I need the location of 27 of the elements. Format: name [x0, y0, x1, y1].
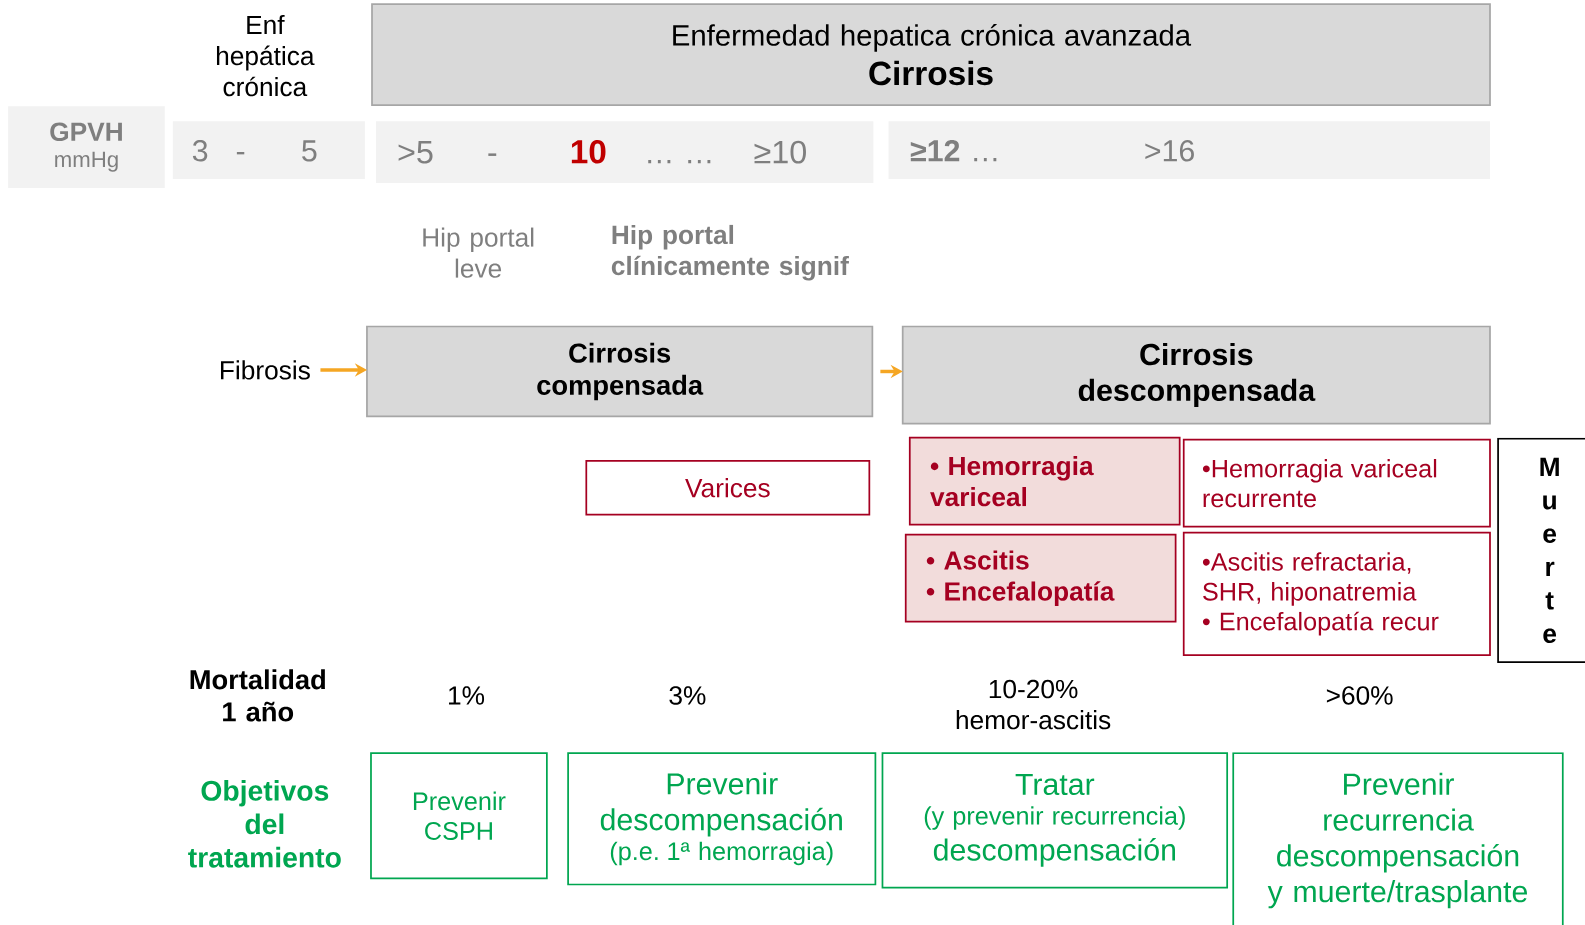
stage-box: Cirrosis descompensada	[901, 325, 1491, 425]
row-label: Mortalidad 1 año	[190, 669, 325, 722]
scale-label-box: GPVH mmHg	[8, 106, 165, 188]
goal-box: Prevenir descompensación (p.e. 1ª hemorragia)	[567, 752, 877, 886]
mortality-value: 3%	[669, 686, 706, 705]
complication-box: •Hemorragia variceal recurrente	[1182, 438, 1491, 528]
goal-box: Prevenir CSPH	[370, 752, 548, 880]
range-label: Hip portal clínicamente signif	[611, 224, 849, 281]
value-band: >5 - 10 … … ≥10	[376, 121, 874, 183]
outcome-box: Muerte	[1497, 437, 1585, 663]
goal-box: Tratar (y prevenir recurrencia) descompensación	[881, 752, 1229, 889]
header-label: Enf hepática crónica	[217, 14, 315, 97]
value-band: ≥12 … >16	[888, 121, 1490, 179]
complication-box: Varices	[585, 460, 871, 516]
goal-box: Prevenir recurrencia descompensación y muerte/trasplante	[1232, 752, 1564, 925]
complication-box: • Hemorragia variceal	[908, 436, 1181, 526]
row-label: Objetivos del tratamiento	[188, 780, 341, 868]
complication-box: •Ascitis refractaria, SHR, hiponatremia • Encefalopatía recur	[1182, 531, 1491, 656]
stage-box: Cirrosis compensada	[366, 325, 874, 418]
value-band: 3 - 5	[172, 121, 365, 179]
complication-box: • Ascitis • Encefalopatía	[904, 533, 1177, 623]
mortality-value: 1%	[449, 686, 485, 705]
fibrosis-label: Fibrosis	[221, 360, 310, 380]
heading-box: Enfermedad hepatica crónica avanzada Cirrosis	[371, 3, 1491, 106]
mortality-value: >60%	[1326, 686, 1393, 705]
mortality-value: 10-20% hemor-ascitis	[956, 679, 1111, 730]
range-label: Hip portal leve	[423, 227, 534, 278]
